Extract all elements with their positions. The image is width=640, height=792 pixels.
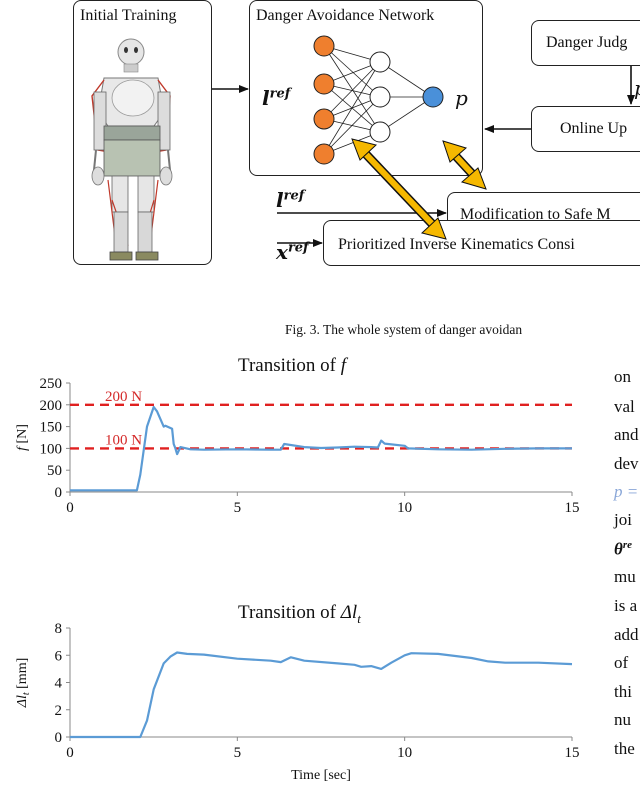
lref-input-label: lref xyxy=(276,188,305,212)
chart-dl-x-tick-label: 0 xyxy=(66,745,74,761)
neuron-output xyxy=(422,86,444,108)
neuron xyxy=(313,143,335,165)
chart-f-series-line xyxy=(70,405,572,492)
chart-f-y-tick-label: 250 xyxy=(40,376,63,392)
chart-f-title: Transition of f xyxy=(238,355,347,376)
chart-dl-y-tick-label: 6 xyxy=(55,648,63,664)
double-arrow-network-modification xyxy=(442,140,487,190)
danger-avoidance-network-title: Danger Avoidance Network xyxy=(256,7,435,24)
chart-f-x-tick-label: 0 xyxy=(66,500,74,516)
chart-dl-title: Transition of Δlt xyxy=(238,602,361,626)
modification-title: Modification to Safe M xyxy=(460,206,611,223)
side-text-line: dev xyxy=(614,454,639,473)
chart-f-reference-label: 100 N xyxy=(105,432,142,448)
figure-caption: Fig. 3. The whole system of danger avoid… xyxy=(285,322,523,337)
online-update-title: Online Up xyxy=(560,120,628,137)
pik-title: Prioritized Inverse Kinematics Consi xyxy=(338,236,575,253)
network-output-label: p xyxy=(455,86,468,110)
chart-f-reference-label: 200 N xyxy=(105,389,142,405)
side-text-line: θre xyxy=(614,539,632,559)
chart-f-y-tick-label: 0 xyxy=(55,485,63,501)
chart-dl-y-tick-label: 8 xyxy=(55,621,63,637)
chart-dl-x-tick-label: 5 xyxy=(234,745,242,761)
side-text-line: mu xyxy=(614,567,636,586)
neuron xyxy=(313,35,335,57)
side-text-line: add xyxy=(614,625,639,644)
chart-f-x-tick-label: 10 xyxy=(397,500,412,516)
chart-dl-y-axis-label: Δlt [mm] xyxy=(15,658,32,709)
side-text-line: nu xyxy=(614,710,631,729)
diagram-graphics xyxy=(91,35,635,261)
side-text-line: joi xyxy=(614,510,632,529)
side-text-superscript: re xyxy=(622,539,632,551)
chart-dl-series-line xyxy=(70,651,573,739)
danger-judge-title: Danger Judg xyxy=(546,34,628,51)
pik-box: Prioritized Inverse Kinematics Consi xyxy=(323,220,640,266)
neuron xyxy=(313,108,335,130)
chart-f-x-tick-label: 15 xyxy=(565,500,580,516)
side-text-line: and xyxy=(614,425,639,444)
neuron xyxy=(369,86,391,108)
chart-f-y-axis-label: f [N] xyxy=(15,424,30,451)
chart-dl-y-tick-label: 0 xyxy=(55,730,63,746)
double-arrow-network-pik xyxy=(351,138,447,240)
side-text-line: of xyxy=(614,653,629,672)
chart-f-y-tick-label: 100 xyxy=(40,441,63,457)
side-text-line: p = xyxy=(614,482,639,501)
chart-f-y-tick-label: 50 xyxy=(47,463,62,479)
chart-dl-x-tick-label: 15 xyxy=(565,745,580,761)
neuron xyxy=(369,51,391,73)
initial-training-title: Initial Training xyxy=(80,7,177,24)
chart-f-x-tick-label: 5 xyxy=(234,500,242,516)
side-text-line: thi xyxy=(614,682,632,701)
chart-dl-y-tick-label: 2 xyxy=(55,703,63,719)
side-text-line: val xyxy=(614,397,635,416)
chart-dl-y-tick-label: 4 xyxy=(55,676,63,692)
neuron-input-layer xyxy=(313,35,335,165)
side-text-line: is a xyxy=(614,596,638,615)
chart-f-y-tick-label: 200 xyxy=(40,398,63,414)
danger-judge-box: Danger Judg xyxy=(531,20,640,66)
chart-dl-x-tick-label: 10 xyxy=(397,745,412,761)
neuron xyxy=(313,73,335,95)
neuron-hidden-layer xyxy=(369,51,391,143)
robot-illustration xyxy=(91,38,173,261)
chart-f-y-tick-label: 150 xyxy=(40,420,63,436)
side-text-line: on xyxy=(614,367,631,386)
neuron xyxy=(369,121,391,143)
xref-input-label: xref xyxy=(276,240,309,264)
online-update-box: Online Up xyxy=(531,106,640,152)
judge-output-label: p xyxy=(634,76,640,100)
network-input-label: lref xyxy=(262,86,291,110)
chart-dl-x-axis-label: Time [sec] xyxy=(291,768,351,783)
side-text-line: the xyxy=(614,739,635,758)
